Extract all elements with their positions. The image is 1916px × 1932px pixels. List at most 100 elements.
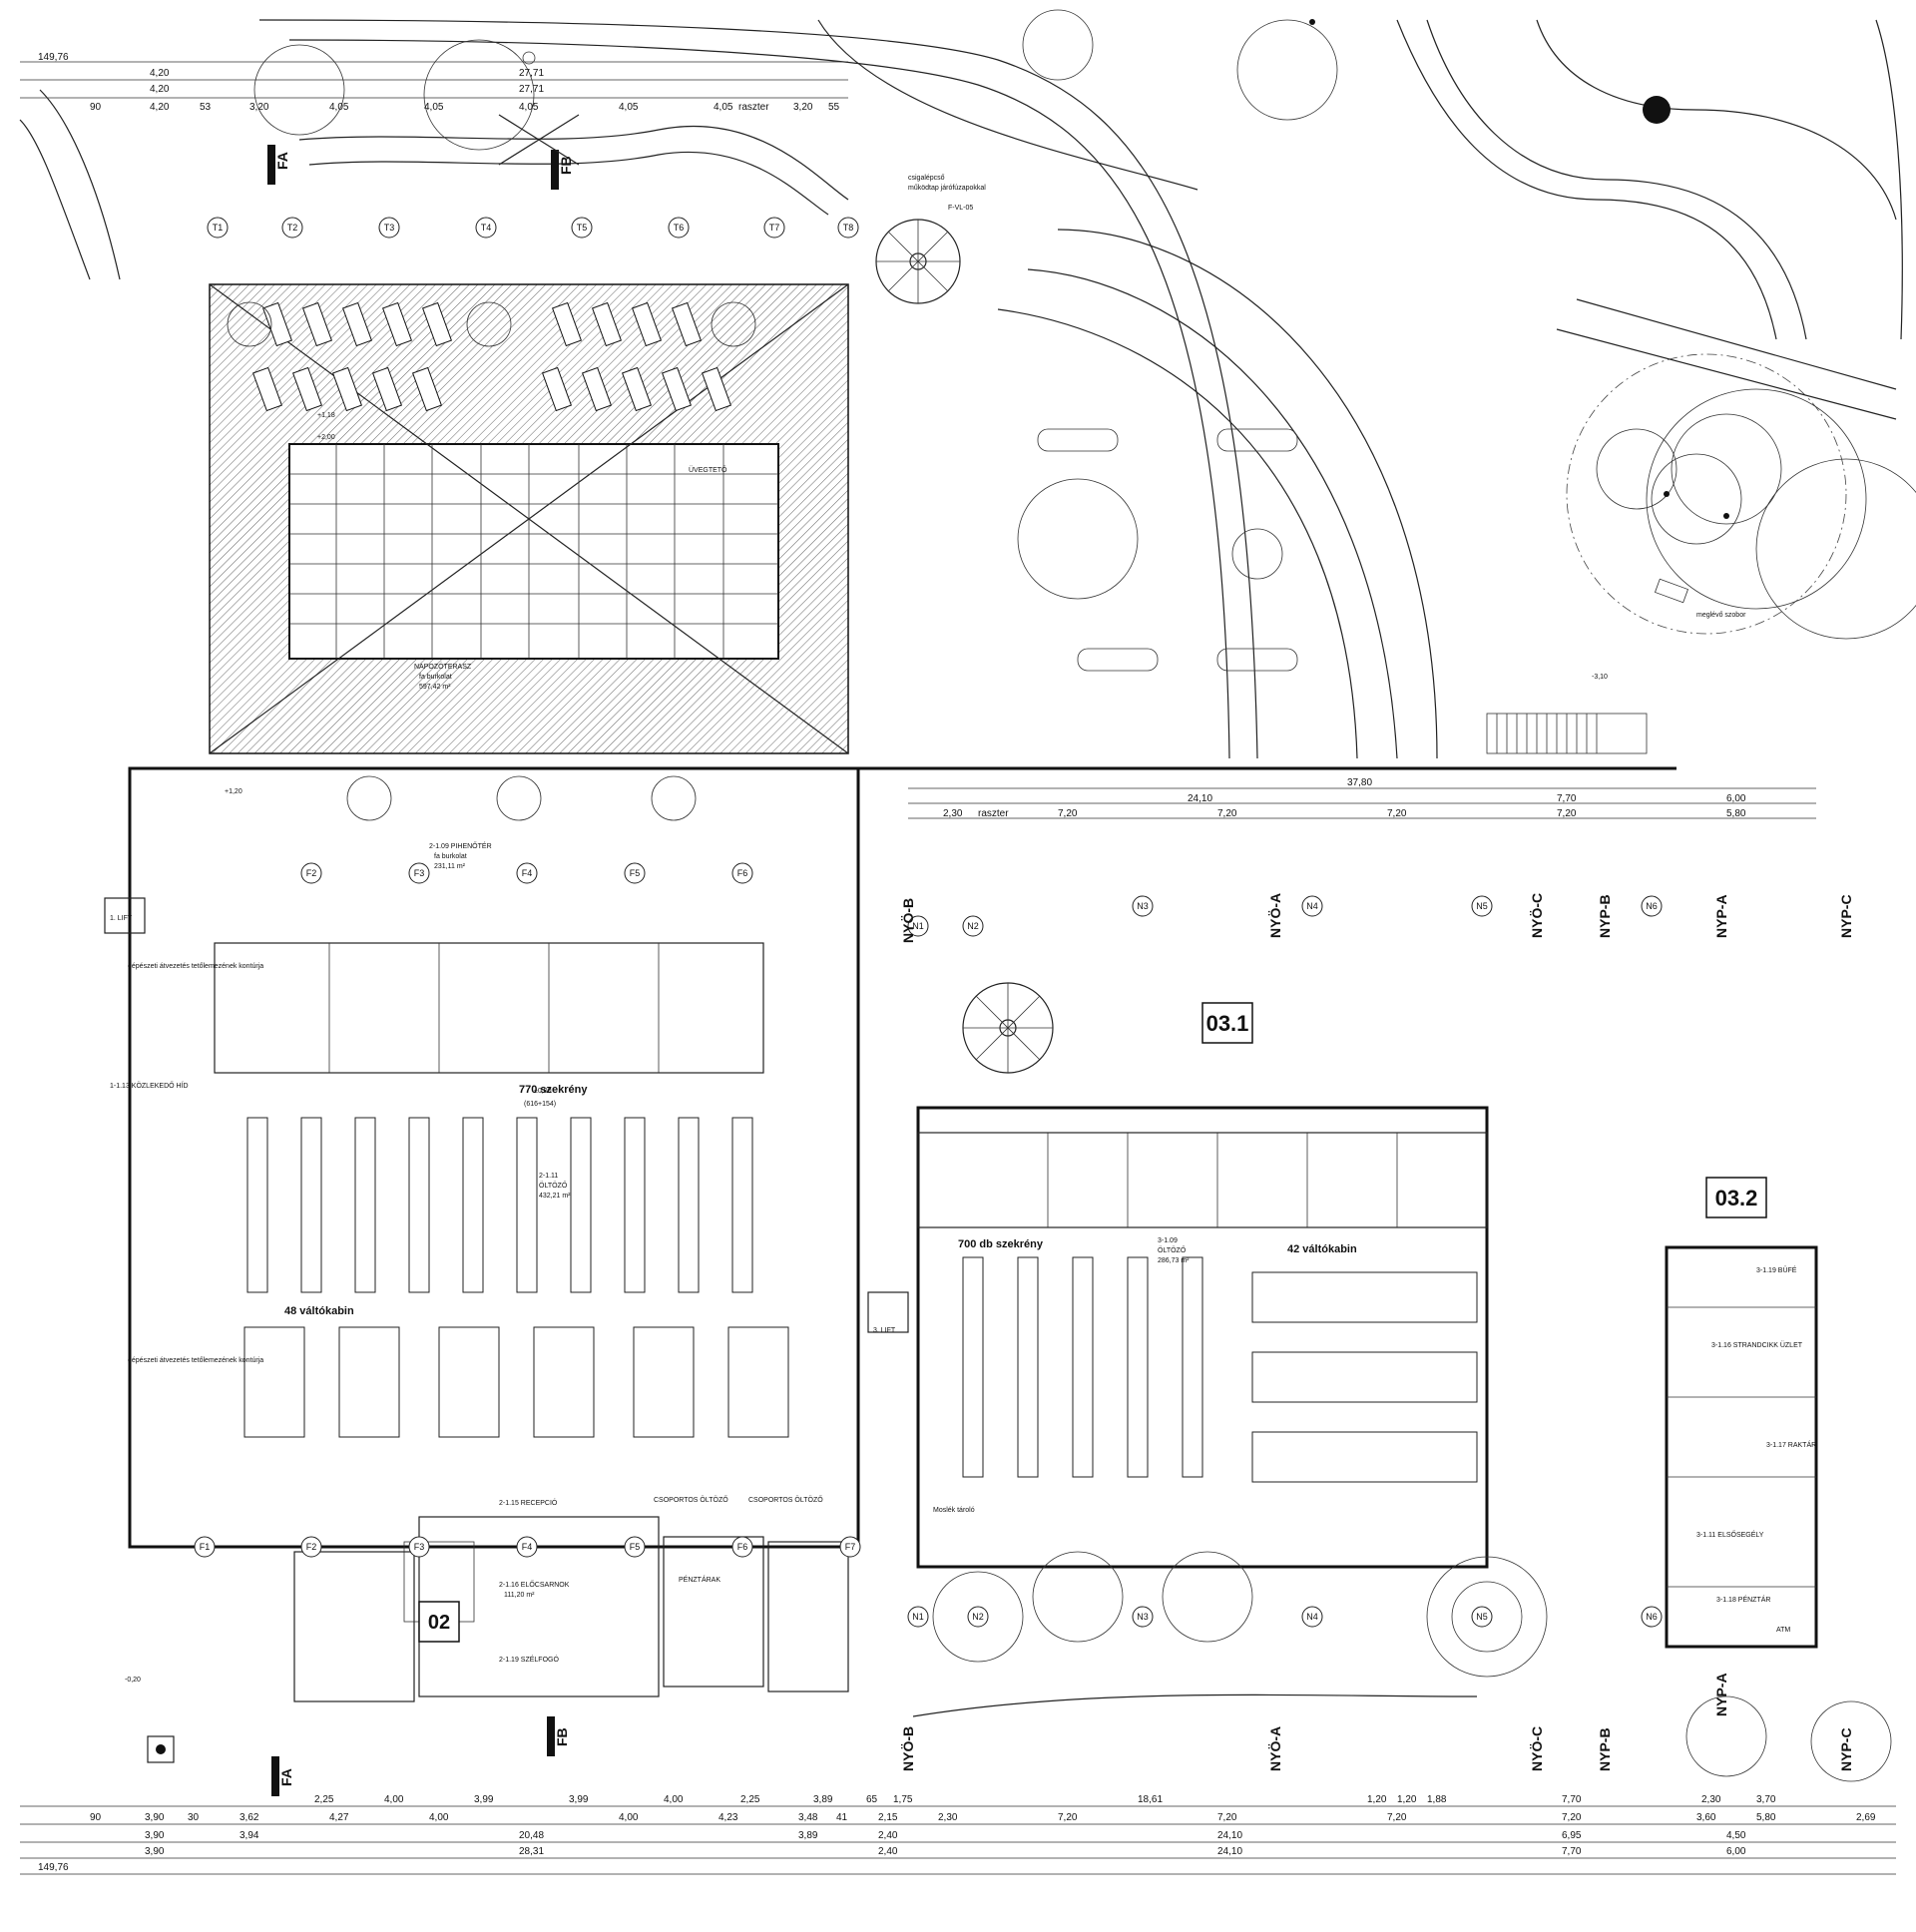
building-02-outline bbox=[128, 766, 860, 1549]
csoportos-2: CSOPORTOS ÖLTÖZŐ bbox=[748, 1495, 823, 1504]
building-03-1-outline bbox=[916, 1106, 1489, 1569]
level-0: ±0,00 bbox=[534, 1088, 552, 1095]
axis-t6: T6 bbox=[674, 223, 685, 233]
locker-rows-left bbox=[246, 1117, 753, 1293]
mid-dim-9: 5,80 bbox=[1726, 808, 1746, 819]
axis-t7: T7 bbox=[769, 223, 780, 233]
bot-r1-3: 3,99 bbox=[569, 1794, 589, 1805]
top-dim-r3-9: raszter bbox=[738, 102, 769, 113]
top-dim-r1-0: 4,20 bbox=[150, 68, 170, 79]
trees-lower bbox=[912, 1551, 1892, 1782]
section-nyo-a-bot: NYÖ-A bbox=[1267, 1726, 1283, 1771]
lift-1-label: 1. LIFT bbox=[110, 915, 133, 922]
top-dim-r3-10: 3,20 bbox=[793, 102, 813, 113]
gepeszet-1: gépészeti átvezetés tetőlemezének kontúr… bbox=[128, 963, 263, 970]
section-nyo-a-mid: NYÖ-A bbox=[1267, 893, 1283, 938]
top-dim-r3-5: 4,05 bbox=[424, 102, 444, 113]
bot-r1-13: 7,70 bbox=[1562, 1794, 1582, 1805]
lockers-right-label: 700 db szekrény bbox=[958, 1238, 1044, 1250]
sun-loungers bbox=[252, 301, 731, 412]
lockers-left-label: 770 szekrény bbox=[519, 1084, 588, 1096]
axis-f2-b: F2 bbox=[306, 1542, 317, 1552]
top-dim-r2-1: 27,71 bbox=[519, 84, 544, 95]
axis-n3-b: N3 bbox=[1137, 1612, 1149, 1622]
axis-n1-b: N1 bbox=[912, 1612, 924, 1622]
top-dim-r3-11: 55 bbox=[828, 102, 840, 113]
changing-right-name: ÖLTÖZŐ bbox=[1158, 1245, 1187, 1254]
top-dim-r3-8: 4,05 bbox=[714, 102, 733, 113]
section-nyp-a-mid: NYP-A bbox=[1713, 894, 1729, 938]
penztar-right: 3-1.18 PÉNZTÁR bbox=[1716, 1595, 1770, 1604]
axis-n6: N6 bbox=[1646, 901, 1658, 911]
bot-r4-4: 7,70 bbox=[1562, 1846, 1582, 1857]
spiral-code: F-VL-05 bbox=[948, 205, 973, 212]
pihenoter-title: 2-1.09 PIHENŐTÉR bbox=[429, 841, 492, 850]
bot-r1-15: 3,70 bbox=[1756, 1794, 1776, 1805]
lift-3-label: 3. LIFT bbox=[873, 1327, 896, 1334]
changing-left-area: 432,21 m² bbox=[539, 1193, 571, 1200]
bot-r3-7: 4,50 bbox=[1726, 1830, 1746, 1841]
f-axis-bottom: F1 F2 F3 F4 F5 F6 F7 bbox=[194, 1536, 861, 1558]
statue-label: meglévő szobor bbox=[1696, 612, 1746, 619]
bot-r2-17: 5,80 bbox=[1756, 1812, 1776, 1823]
bot-r2-2: 30 bbox=[188, 1812, 200, 1823]
section-nyo-c-mid: NYÖ-C bbox=[1529, 893, 1545, 938]
section-nyp-c-mid: NYP-C bbox=[1838, 894, 1854, 938]
axis-t2: T2 bbox=[287, 223, 298, 233]
mid-dim-1: 24,10 bbox=[1188, 793, 1212, 804]
bot-r1-9: 18,61 bbox=[1138, 1794, 1163, 1805]
bot-r2-15: 7,20 bbox=[1562, 1812, 1582, 1823]
top-dimensions: 149,76 4,20 27,71 4,20 27,71 90 4,20 53 … bbox=[20, 52, 848, 113]
top-dim-r3-2: 53 bbox=[200, 102, 212, 113]
section-nyo-b-mid: NYÖ-B bbox=[900, 898, 916, 943]
bot-total: 149,76 bbox=[38, 1862, 69, 1873]
section-nyp-b-mid: NYP-B bbox=[1597, 894, 1613, 938]
top-dim-r3-0: 90 bbox=[90, 102, 102, 113]
mid-dim-10: 2,30 bbox=[943, 808, 963, 819]
mid-dim-0: 37,80 bbox=[1347, 777, 1372, 788]
bot-r2-3: 3,62 bbox=[240, 1812, 259, 1823]
plaza-stairs bbox=[1486, 713, 1648, 754]
axis-n4: N4 bbox=[1306, 901, 1318, 911]
bot-r2-13: 7,20 bbox=[1217, 1812, 1237, 1823]
building-03-2-outline bbox=[1665, 1245, 1818, 1649]
lockers-left-split: (616+154) bbox=[524, 1101, 556, 1108]
n-axis-bottom: N1 N2 N3 N4 N5 N6 bbox=[907, 1606, 1663, 1628]
site-paths: meglévő szobor bbox=[19, 9, 1916, 759]
pihenoter-area: 231,11 m² bbox=[434, 863, 466, 870]
changing-right-id: 3-1.09 bbox=[1158, 1237, 1178, 1244]
bot-r4-0: 3,90 bbox=[145, 1846, 165, 1857]
bot-r1-0: 2,25 bbox=[314, 1794, 334, 1805]
t-axis-row: T1 T2 T3 T4 T5 T6 T7 T8 bbox=[207, 217, 859, 239]
gepeszet-2: gépészeti átvezetés tetőlemezének kontúr… bbox=[128, 1357, 263, 1364]
csoportos-1: CSOPORTOS ÖLTÖZŐ bbox=[654, 1495, 728, 1504]
section-nyo-b-bot: NYÖ-B bbox=[900, 1726, 916, 1771]
lift-3 bbox=[867, 1291, 909, 1333]
cabins-left bbox=[243, 1326, 789, 1438]
wet-rooms-left bbox=[214, 942, 764, 1074]
bot-r2-10: 2,15 bbox=[878, 1812, 898, 1823]
cabins-right-label: 42 váltókabin bbox=[1287, 1243, 1357, 1255]
wet-rooms-right bbox=[917, 1132, 1488, 1228]
pihenoter-area: 2-1.09 PIHENŐTÉR fa burkolat 231,11 m² bbox=[346, 775, 697, 870]
rooms-03-2: 3-1.19 BÜFÉ 3-1.16 STRANDCIKK ÜZLET 3-1.… bbox=[1667, 1265, 1816, 1634]
spiral-stair-mid bbox=[962, 982, 1054, 1074]
glass-roof-label: ÜVEGTETŐ bbox=[689, 465, 727, 474]
top-dim-r3-4: 4,05 bbox=[329, 102, 349, 113]
section-03-2-label: 03.2 bbox=[1715, 1186, 1758, 1210]
bot-r1-11: 1,20 bbox=[1397, 1794, 1417, 1805]
kozlekedo-hid: 1-1.13 KÖZLEKEDŐ HÍD bbox=[110, 1081, 189, 1090]
bot-r2-12: 7,20 bbox=[1058, 1812, 1078, 1823]
bot-r2-1: 3,90 bbox=[145, 1812, 165, 1823]
bot-r2-16: 3,60 bbox=[1696, 1812, 1716, 1823]
axis-f3: F3 bbox=[414, 868, 425, 878]
bot-r3-4: 2,40 bbox=[878, 1830, 898, 1841]
mid-dim-5: 7,20 bbox=[1058, 808, 1078, 819]
level-marks: ±0,00 +1,20 +1,18 +2,00 -3,10 -0,20 bbox=[125, 412, 1608, 1684]
bot-r2-0: 90 bbox=[90, 1812, 102, 1823]
spiral-note-1: csigalépcső bbox=[908, 175, 945, 182]
axis-f2: F2 bbox=[306, 868, 317, 878]
axis-f6: F6 bbox=[737, 868, 748, 878]
section-fa-bottom: FA bbox=[278, 1768, 294, 1786]
atm-label: ATM bbox=[1776, 1627, 1790, 1634]
